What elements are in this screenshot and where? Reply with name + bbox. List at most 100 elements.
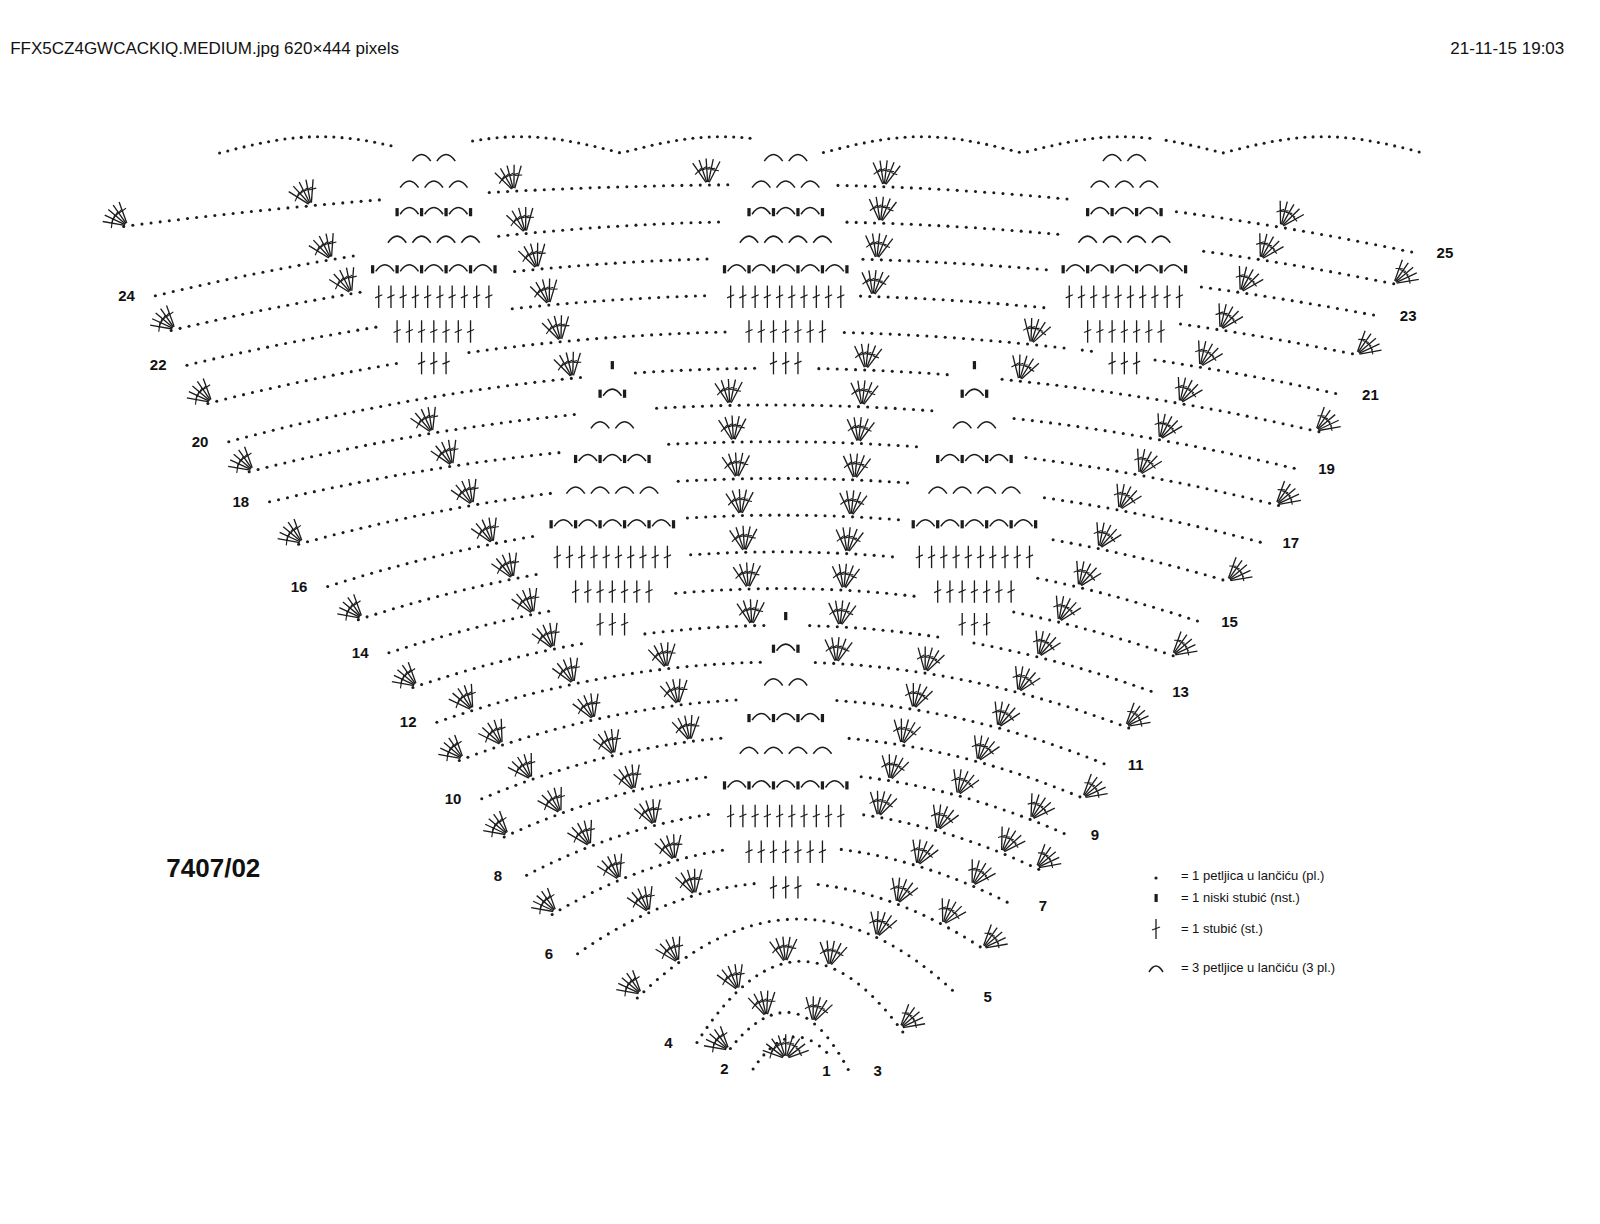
chain-stitch [1252, 334, 1255, 337]
chain-stitch [960, 678, 963, 681]
chain-stitch [1325, 390, 1328, 393]
chain-stitch [557, 451, 560, 454]
chain-stitch [423, 558, 426, 561]
chain-stitch [656, 978, 659, 981]
chain-stitch [1230, 452, 1233, 455]
chain-stitch [1293, 264, 1296, 267]
chain-stitch [631, 919, 634, 922]
chain-stitch [429, 680, 432, 683]
chain-stitch [839, 589, 842, 592]
chain-stitch [1154, 358, 1157, 361]
chain-stitch [468, 547, 471, 550]
chain-stitch [906, 445, 909, 448]
chain-stitch [661, 370, 664, 373]
treble-bar [617, 862, 625, 864]
chain-stitch [918, 371, 921, 374]
chain-stitch [861, 258, 864, 261]
chain-stitch [374, 613, 377, 616]
chain-stitch [911, 746, 914, 749]
chain-stitch [1047, 196, 1050, 199]
chain-stitch [1088, 545, 1091, 548]
chain-stitch [977, 141, 980, 144]
chain-stitch [311, 337, 314, 340]
chain-stitch [680, 222, 683, 225]
chain-stitch [757, 587, 760, 590]
chain-stitch [900, 631, 903, 634]
chain-stitch [511, 307, 514, 310]
chain-stitch [333, 533, 336, 536]
chain-stitch [891, 555, 894, 558]
chain-stitch [1054, 581, 1057, 584]
chain-stitch [630, 297, 633, 300]
treble-stitch [1038, 852, 1055, 866]
chain-stitch [632, 261, 635, 264]
chain-stitch [602, 299, 605, 302]
chain-stitch [223, 317, 226, 320]
chain-stitch [929, 869, 932, 872]
chain-stitch [928, 224, 931, 227]
chain-stitch [1228, 411, 1231, 414]
chain-stitch [662, 184, 665, 187]
chain-stitch [1334, 392, 1337, 395]
chain-stitch [359, 527, 362, 530]
stitch-fan [890, 878, 918, 903]
chain-stitch [620, 752, 623, 755]
chain-stitch [960, 299, 963, 302]
chain-stitch [236, 438, 239, 441]
chain-stitch [360, 200, 363, 203]
treble-stitch [787, 939, 797, 960]
chain-stitch [1199, 366, 1202, 369]
chain-stitch [466, 462, 469, 465]
chain-stitch [487, 137, 490, 140]
treble-stitch [920, 850, 939, 864]
chain-stitch [741, 1034, 744, 1037]
chain-stitch [1186, 568, 1189, 571]
chain-stitch [860, 442, 863, 445]
chain-stitch [880, 258, 883, 261]
chain-stitch [671, 820, 674, 823]
chain-stitch [575, 301, 578, 304]
chain-stitch [871, 140, 874, 143]
chain-stitch [999, 265, 1002, 268]
treble-bar [662, 843, 668, 850]
chain-stitch [593, 759, 596, 762]
chain-stitch [527, 418, 530, 421]
chain-stitch [879, 138, 882, 141]
chain-stitch [1044, 344, 1047, 347]
chain-stitch [845, 221, 848, 224]
chain-stitch [900, 949, 903, 952]
chain-stitch [623, 923, 626, 926]
chain-stitch [732, 135, 735, 138]
treble-stitch [871, 912, 876, 935]
chain-stitch [1066, 623, 1069, 626]
chain-stitch [990, 264, 993, 267]
treble-bar [977, 871, 984, 873]
chain-stitch [1298, 384, 1301, 387]
chain-stitch [1104, 429, 1107, 432]
chain-stitch [279, 267, 282, 270]
chain-stitch [826, 884, 829, 887]
chain-stitch [522, 344, 525, 347]
chain-stitch [251, 143, 254, 146]
chain-stitch [1175, 210, 1178, 213]
stitch-fan [704, 1026, 728, 1052]
chain-stitch [490, 582, 493, 585]
chain-stitch [550, 266, 553, 269]
chain-stitch [950, 792, 953, 795]
chain-stitch [1401, 249, 1404, 252]
chain-stitch [664, 406, 667, 409]
chain-stitch [322, 297, 325, 300]
chain-stitch [963, 936, 966, 939]
chain-stitch [503, 457, 506, 460]
chain-stitch [1164, 400, 1167, 403]
treble-stitch [942, 898, 944, 921]
chain-stitch [1134, 601, 1137, 604]
chain-stitch [373, 141, 376, 144]
chain-stitch [1246, 415, 1249, 418]
chain-stitch [648, 296, 651, 299]
chain-stitch [1127, 726, 1130, 729]
chain-stitch [600, 840, 603, 843]
chain-stitch [583, 847, 586, 850]
chain-stitch [1115, 470, 1118, 473]
chain-stitch [1202, 250, 1205, 253]
